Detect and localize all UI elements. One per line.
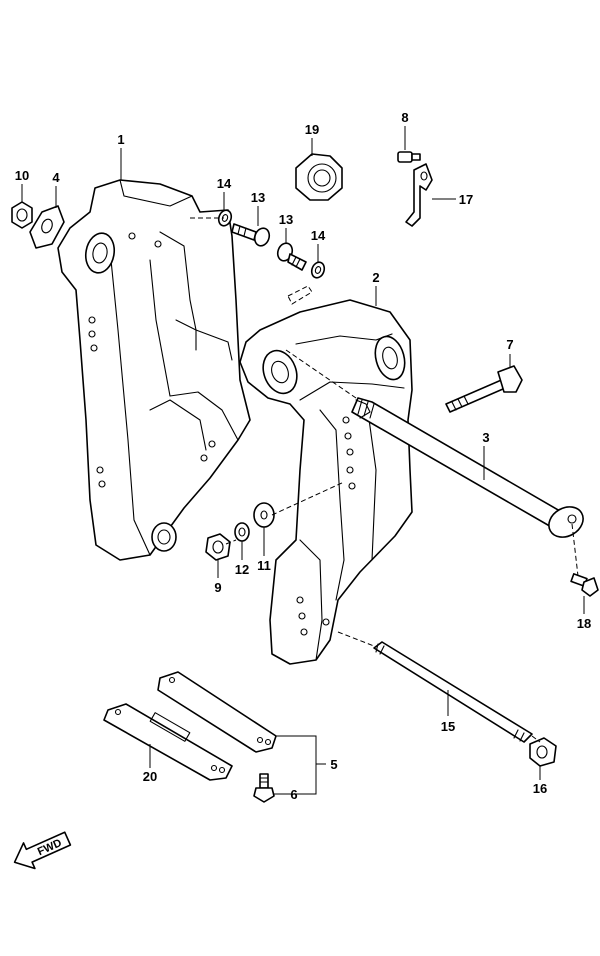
plate-lower xyxy=(103,703,233,781)
callout-17: 17 xyxy=(459,192,473,207)
screw-8 xyxy=(397,151,421,163)
bolt-18 xyxy=(570,573,599,597)
callout-6: 6 xyxy=(290,787,297,802)
nut-9 xyxy=(205,533,231,561)
long-stud xyxy=(373,641,533,743)
callout-14a: 14 xyxy=(217,176,232,191)
callout-14b: 14 xyxy=(311,228,326,243)
clamp-bracket-left xyxy=(57,179,251,561)
washer-14a xyxy=(217,209,233,227)
callout-9: 9 xyxy=(214,580,221,595)
washer-14b xyxy=(310,261,326,279)
callout-13b: 13 xyxy=(279,212,293,227)
callout-10: 10 xyxy=(15,168,29,183)
callout-16: 16 xyxy=(533,781,547,796)
fwd-arrow-icon xyxy=(13,831,72,870)
clamp-bracket-right xyxy=(239,299,413,665)
callout-13a: 13 xyxy=(251,190,265,205)
callout-1: 1 xyxy=(117,132,124,147)
callout-2: 2 xyxy=(372,270,379,285)
callout-8: 8 xyxy=(401,110,408,125)
cap-19 xyxy=(295,153,343,201)
shaft-bolt xyxy=(351,397,584,538)
callout-20: 20 xyxy=(143,769,157,784)
fwd-arrow: FWD xyxy=(13,831,72,870)
bolt-13b xyxy=(276,242,307,271)
nut-16 xyxy=(529,737,557,767)
dashed-guides xyxy=(190,217,579,743)
callout-18: 18 xyxy=(577,616,591,631)
clip-17 xyxy=(405,163,433,227)
callout-4: 4 xyxy=(52,170,60,185)
callout-15: 15 xyxy=(441,719,455,734)
washer-12 xyxy=(234,522,250,542)
bolt-13a xyxy=(231,223,271,247)
callout-3: 3 xyxy=(482,430,489,445)
callout-19: 19 xyxy=(305,122,319,137)
small-bolt xyxy=(253,773,275,803)
callout-12: 12 xyxy=(235,562,249,577)
callout-7: 7 xyxy=(506,337,513,352)
callout-labels: 1 2 3 4 5 6 7 8 9 10 11 12 13 13 14 14 1… xyxy=(15,110,591,802)
plate-upper xyxy=(157,671,277,753)
bolt-7 xyxy=(445,365,523,413)
leader-lines xyxy=(21,126,585,795)
callout-5: 5 xyxy=(330,757,337,772)
callout-11: 11 xyxy=(257,558,271,573)
washer-11 xyxy=(253,502,275,528)
gasket-part xyxy=(29,205,65,249)
nut-10 xyxy=(11,201,33,229)
